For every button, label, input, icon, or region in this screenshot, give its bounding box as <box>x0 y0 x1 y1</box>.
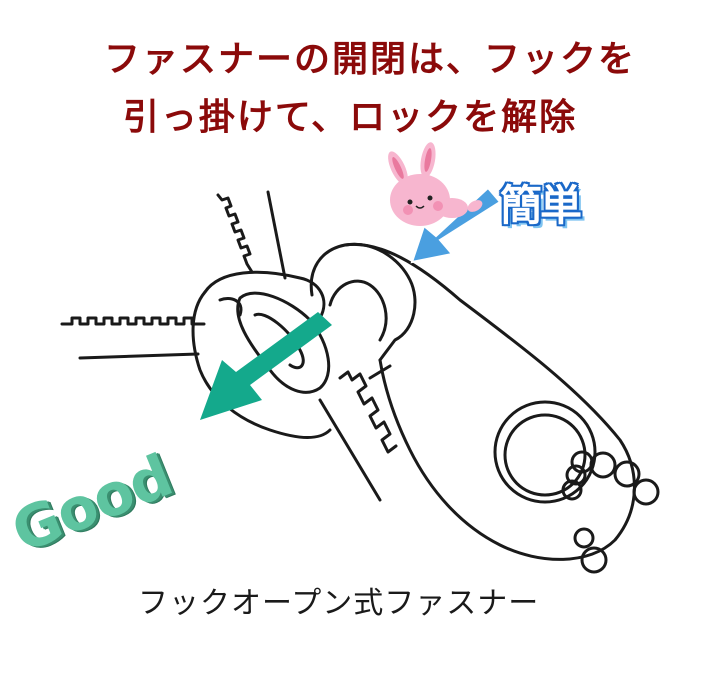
headline-line-1: ファスナーの開閉は、フックを <box>103 39 636 80</box>
headline-line-2: 引っ掛けて、ロックを解除 <box>122 97 578 138</box>
caption: フックオープン式ファスナー <box>138 586 540 621</box>
teal-arrow-icon <box>200 312 332 420</box>
easy-badge: 簡単 <box>500 181 582 230</box>
rabbit-mascot-icon <box>388 142 483 226</box>
